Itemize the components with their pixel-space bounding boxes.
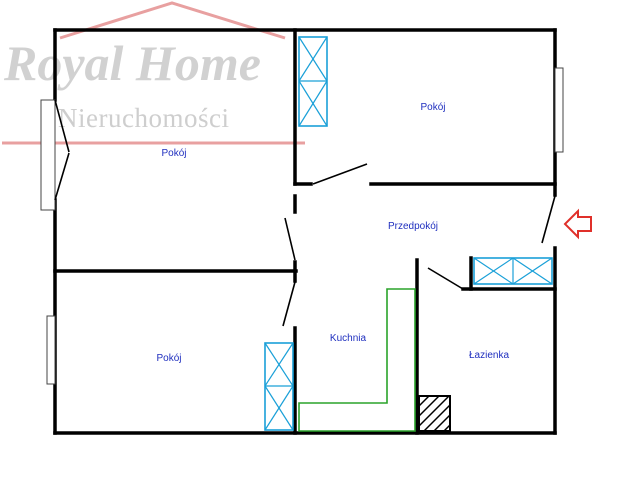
doors — [54, 99, 556, 327]
room-label-pokoj-top-right: Pokój — [420, 102, 445, 113]
window-left-bottom — [46, 315, 56, 385]
watermark-title: Royal Home — [3, 35, 261, 91]
room-label-kuchnia: Kuchnia — [330, 333, 367, 344]
door-entrance — [541, 195, 556, 244]
built-in-cabinets — [264, 36, 553, 431]
door-top-right-room — [312, 163, 368, 185]
windows — [40, 67, 564, 385]
cabinet-top-room — [298, 36, 328, 127]
room-label-przedpokoj: Przedpokój — [388, 221, 438, 232]
ventilation-shaft — [418, 395, 451, 432]
kitchen-counter — [298, 288, 416, 432]
watermark-subtitle: Nieruchomości — [58, 103, 229, 133]
window-left-top — [40, 99, 56, 211]
entrance-arrow-icon — [563, 208, 592, 240]
room-label-pokoj-left: Pokój — [161, 148, 186, 159]
cabinet-bottom-room — [264, 342, 294, 431]
interior-walls — [53, 28, 557, 435]
window-right-top — [554, 67, 564, 153]
room-label-lazienka: Łazienka — [469, 350, 509, 361]
window-sash-bottom — [54, 152, 70, 201]
door-bottom-left-room — [282, 281, 296, 327]
royal-home-watermark: Royal Home Nieruchomości — [2, 1, 305, 145]
cabinet-hallway — [473, 257, 553, 285]
window-sash-top — [54, 99, 70, 153]
watermark-roof — [59, 1, 286, 40]
room-label-pokoj-bottom-left: Pokój — [156, 353, 181, 364]
door-bathroom — [427, 267, 464, 290]
door-left-room — [284, 217, 296, 261]
